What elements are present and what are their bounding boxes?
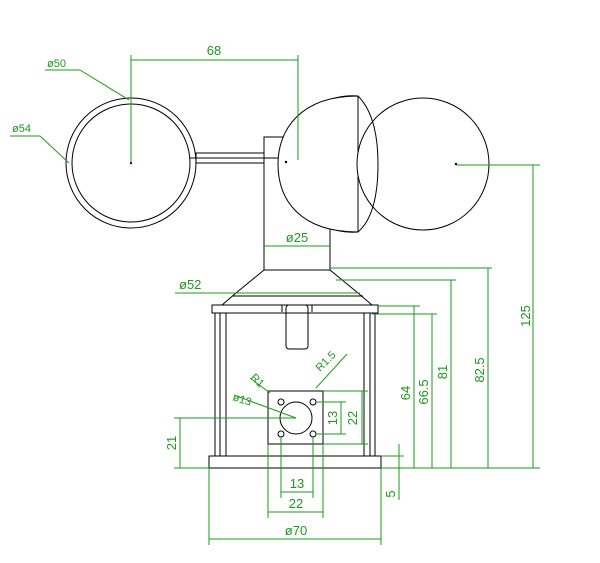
dim-hole-radius: R1.5 — [314, 349, 339, 374]
dim-base-thickness: 5 — [383, 490, 398, 497]
dim-height-64: 64 — [398, 386, 413, 400]
anemometer-outline — [65, 95, 490, 469]
dim-cup-outer-dia: ø54 — [12, 123, 31, 135]
dim-shaft-dia: ø25 — [286, 230, 308, 245]
dim-total-height: 125 — [518, 305, 533, 327]
dim-hole-spacing-h: 13 — [290, 476, 304, 491]
dim-plate-height-vertical: 22 — [345, 411, 360, 425]
conical-cap — [220, 269, 374, 306]
dim-base-dia: ø70 — [285, 523, 307, 538]
shaft-neck — [263, 245, 331, 271]
dim-height-82-5: 82.5 — [472, 357, 487, 382]
dim-cap-dia: ø52 — [179, 277, 201, 292]
mount-hole-tl — [277, 398, 285, 406]
right-cup — [356, 97, 490, 231]
dim-center-hole-dia: ø13 — [231, 391, 253, 408]
dimension-lines: 68 ø50 ø54 ø25 ø52 125 82.5 81 — [10, 43, 540, 545]
dim-plate-width: 22 — [289, 496, 303, 511]
dim-height-81: 81 — [435, 365, 450, 379]
dim-arm-length: 68 — [207, 43, 221, 58]
dim-corner-radius: R1 — [248, 372, 266, 390]
dim-hole-spacing-v: 13 — [325, 411, 340, 425]
dim-plate-height: 21 — [164, 436, 179, 450]
dim-cup-inner-dia: ø50 — [47, 58, 66, 70]
base-plate — [208, 455, 382, 469]
center-post — [285, 304, 309, 350]
dim-height-66-5: 66.5 — [416, 379, 431, 404]
